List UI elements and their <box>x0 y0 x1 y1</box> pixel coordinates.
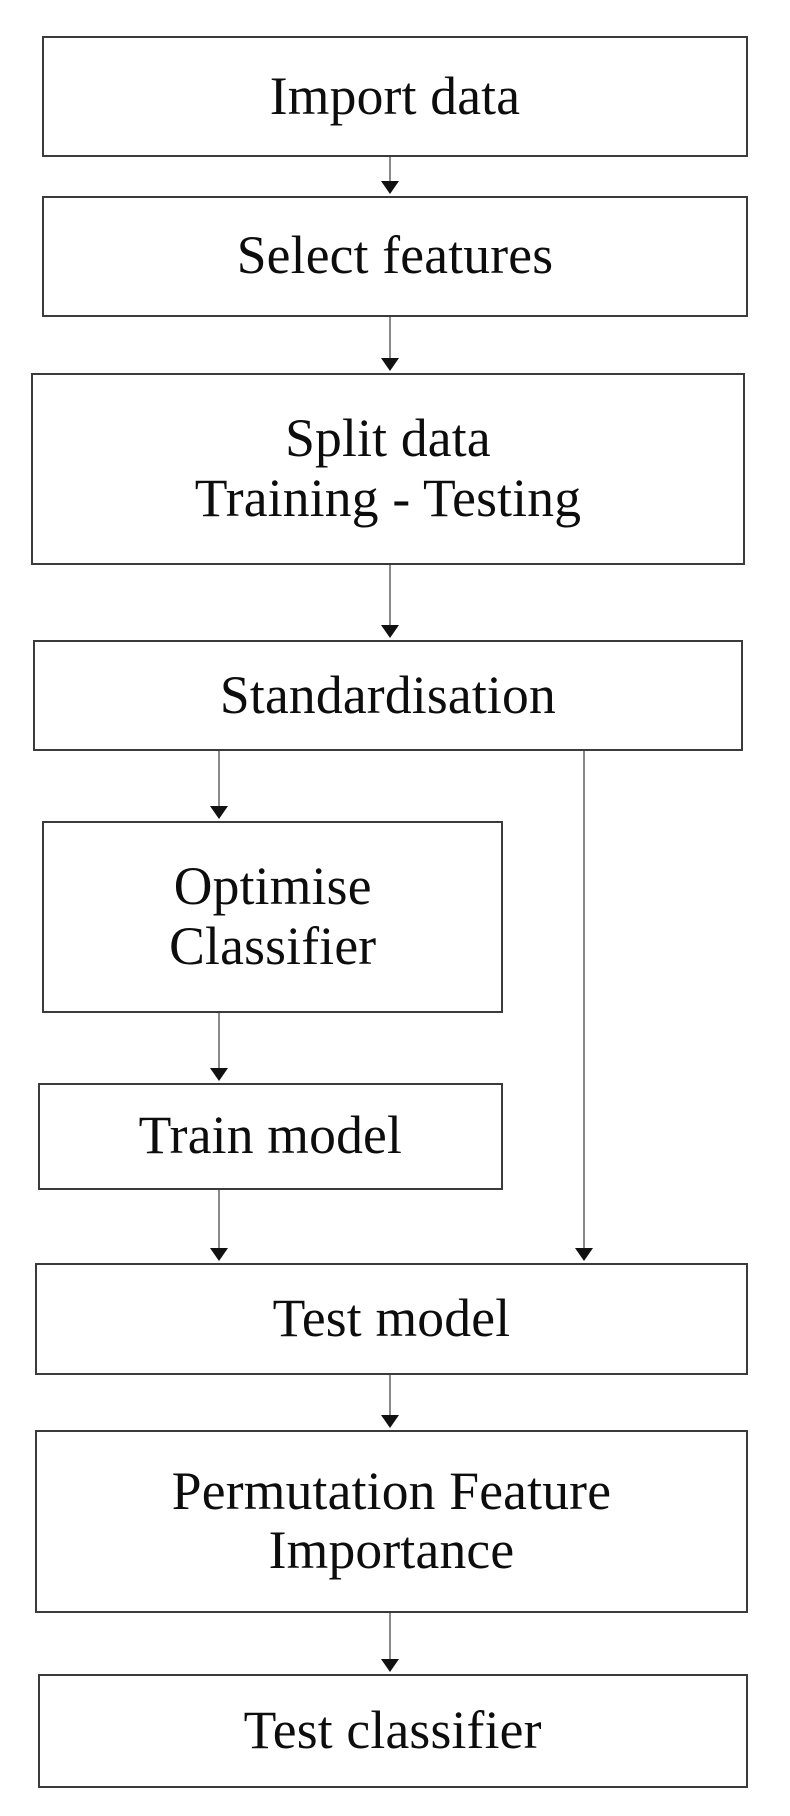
flow-node-permutation-feature-importance: Permutation Feature Importance <box>35 1429 748 1614</box>
flow-node-label: Select features <box>236 225 554 286</box>
flow-node-label: Import data <box>269 65 521 126</box>
flow-node-optimise-classifier: Optimise Classifier <box>42 820 504 1013</box>
flow-node-label: Split data Training - Testing <box>194 407 582 528</box>
flow-arrow-line <box>217 1012 220 1072</box>
flow-node-label: Permutation Feature Importance <box>171 1460 612 1581</box>
flow-node-train-model: Train model <box>37 1082 504 1190</box>
flow-node-import-data: Import data <box>42 36 748 158</box>
flow-arrow-line <box>389 316 392 362</box>
flow-arrow-line <box>389 1613 392 1663</box>
flow-arrow-line <box>389 564 392 630</box>
flow-arrow-line <box>217 750 220 810</box>
flow-arrow-head <box>209 1248 228 1262</box>
flow-node-label: Train model <box>138 1105 403 1166</box>
flow-node-split-data: Split data Training - Testing <box>30 372 746 565</box>
flow-node-test-model: Test model <box>35 1263 748 1375</box>
flow-node-label: Optimise Classifier <box>169 855 377 976</box>
flow-node-label: Standardisation <box>219 664 556 725</box>
flow-arrow-line <box>583 750 586 1253</box>
flow-node-select-features: Select features <box>42 195 748 317</box>
flow-arrow-head <box>209 805 228 819</box>
flow-node-standardisation: Standardisation <box>32 640 743 751</box>
flow-arrow-head <box>381 625 400 639</box>
flow-arrow-head <box>381 180 400 194</box>
flow-arrow-line <box>389 1374 392 1419</box>
flow-arrow-head <box>209 1067 228 1081</box>
flow-node-label: Test classifier <box>243 1700 542 1761</box>
flow-node-test-classifier: Test classifier <box>37 1673 748 1789</box>
flow-arrow-head <box>381 1658 400 1672</box>
flow-arrow-line <box>217 1189 220 1253</box>
flow-arrow-head <box>381 1414 400 1428</box>
flow-arrow-head <box>381 357 400 371</box>
flow-node-label: Test model <box>272 1287 511 1348</box>
flow-arrow-line <box>389 157 392 185</box>
flow-arrow-head <box>575 1248 594 1262</box>
